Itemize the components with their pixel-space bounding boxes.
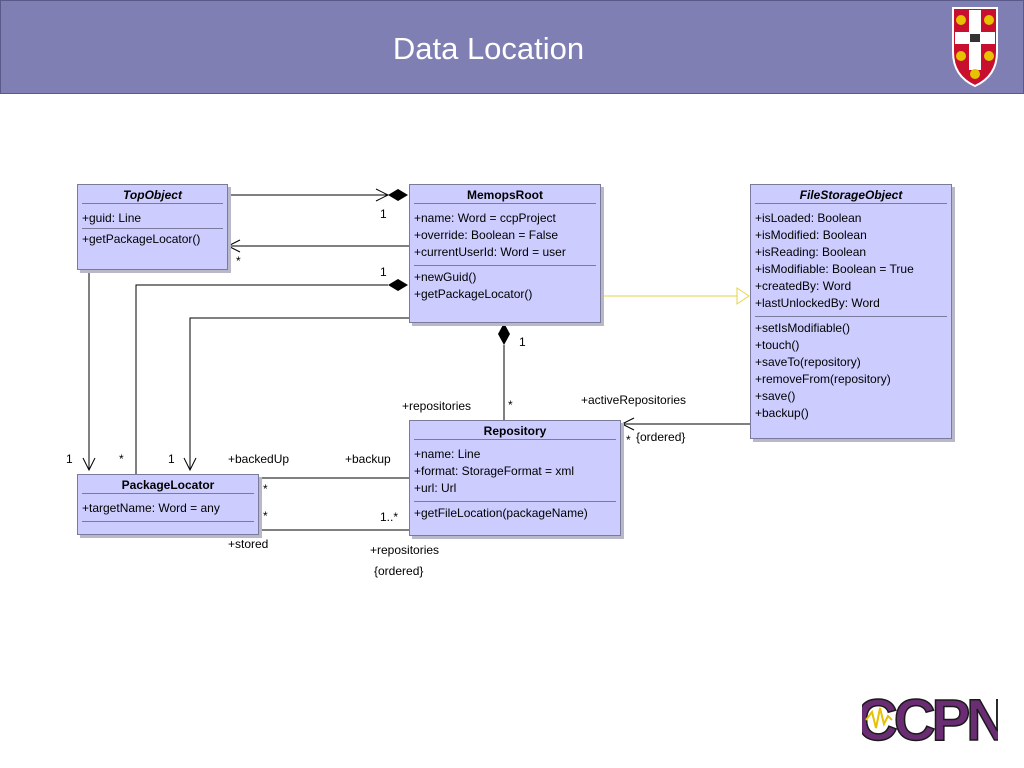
attribute: +isReading: Boolean [755,245,867,259]
ccpn-logo: CCPN [862,690,998,746]
operation: +removeFrom(repository) [755,372,891,386]
slide-title: Data Location [392,31,585,66]
class-name: Repository [414,421,616,440]
class-repository[interactable]: Repository +name: Line +format: StorageF… [409,420,621,536]
multiplicity-label: 1 [380,265,387,279]
university-crest-icon [952,7,998,88]
role-label: +repositories [370,543,440,557]
multiplicity-label: 1 [168,452,175,466]
operations-section: +getFileLocation(packageName) [414,502,616,522]
multiplicity-label: * [236,254,241,268]
attribute: +lastUnlockedBy: Word [755,296,880,310]
class-topobject[interactable]: TopObject +guid: Line +getPackageLocator… [77,184,228,270]
attribute: +name: Word = ccpProject [414,211,556,225]
attributes-section: +name: Line +format: StorageFormat = xml… [414,440,616,502]
slide-header: Data Location [0,0,1024,94]
class-packagelocator[interactable]: PackageLocator +targetName: Word = any [77,474,259,535]
open-arrow-top-pl [82,457,96,472]
attribute: +name: Line [414,447,481,461]
multiplicity-label: * [508,398,513,412]
open-arrow-root-pl [183,457,197,472]
operations-section: +getPackageLocator() [82,229,223,248]
operation: +getFileLocation(packageName) [414,506,588,520]
role-label: +backup [345,452,391,466]
multiplicity-label: * [626,433,631,447]
logo-text: CCPN [862,690,998,746]
attribute: +isLoaded: Boolean [755,211,862,225]
realization-arrowhead [736,287,750,305]
multiplicity-label: * [119,452,124,466]
role-label: +activeRepositories [581,393,687,407]
constraint-label: {ordered} [374,564,424,578]
attribute: +isModified: Boolean [755,228,867,242]
class-filestorageobject[interactable]: FileStorageObject +isLoaded: Boolean +is… [750,184,952,439]
attribute: +format: StorageFormat = xml [414,464,575,478]
class-name: FileStorageObject [755,185,947,204]
multiplicity-label: 1 [380,207,387,221]
composition-diamond-top [388,189,408,201]
attributes-section: +guid: Line [82,204,223,229]
multiplicity-label: * [263,482,268,496]
operations-section: +setIsModifiable() +touch() +saveTo(repo… [755,317,947,422]
multiplicity-label: 1..* [380,510,399,524]
operations-section: +newGuid() +getPackageLocator() [414,266,596,303]
open-arrow-fso-repo [620,417,635,431]
operation: +newGuid() [414,270,477,284]
attributes-section: +targetName: Word = any [82,494,254,522]
operation: +saveTo(repository) [755,355,861,369]
attribute: +override: Boolean = False [414,228,559,242]
association-line-root-pl [189,317,409,470]
multiplicity-label: * [263,509,268,523]
operation: +save() [755,389,796,403]
attributes-section: +name: Word = ccpProject +override: Bool… [414,204,596,266]
operation: +getPackageLocator() [82,232,201,246]
operation: +getPackageLocator() [414,287,533,301]
composition-diamond-left [388,279,408,291]
constraint-label: {ordered} [636,430,686,444]
operation: +backup() [755,406,809,420]
attribute: +guid: Line [82,211,142,225]
class-memopsroot[interactable]: MemopsRoot +name: Word = ccpProject +ove… [409,184,601,323]
composition-diamond-bottom [498,323,510,345]
composition-line-root-pl [135,284,388,475]
multiplicity-label: 1 [66,452,73,466]
role-label: +backedUp [228,452,290,466]
attribute: +isModifiable: Boolean = True [755,262,914,276]
attributes-section: +isLoaded: Boolean +isModified: Boolean … [755,204,947,317]
attribute: +url: Url [414,481,457,495]
role-label: +repositories [402,399,472,413]
attribute: +createdBy: Word [755,279,852,293]
role-label: +stored [228,537,269,551]
attribute: +targetName: Word = any [82,501,220,515]
class-name: TopObject [82,185,223,204]
multiplicity-label: 1 [519,335,526,349]
attribute: +currentUserId: Word = user [414,245,566,259]
operation: +setIsModifiable() [755,321,851,335]
operation: +touch() [755,338,800,352]
class-name: PackageLocator [82,475,254,494]
open-arrow-root-top [226,239,241,253]
class-name: MemopsRoot [414,185,596,204]
